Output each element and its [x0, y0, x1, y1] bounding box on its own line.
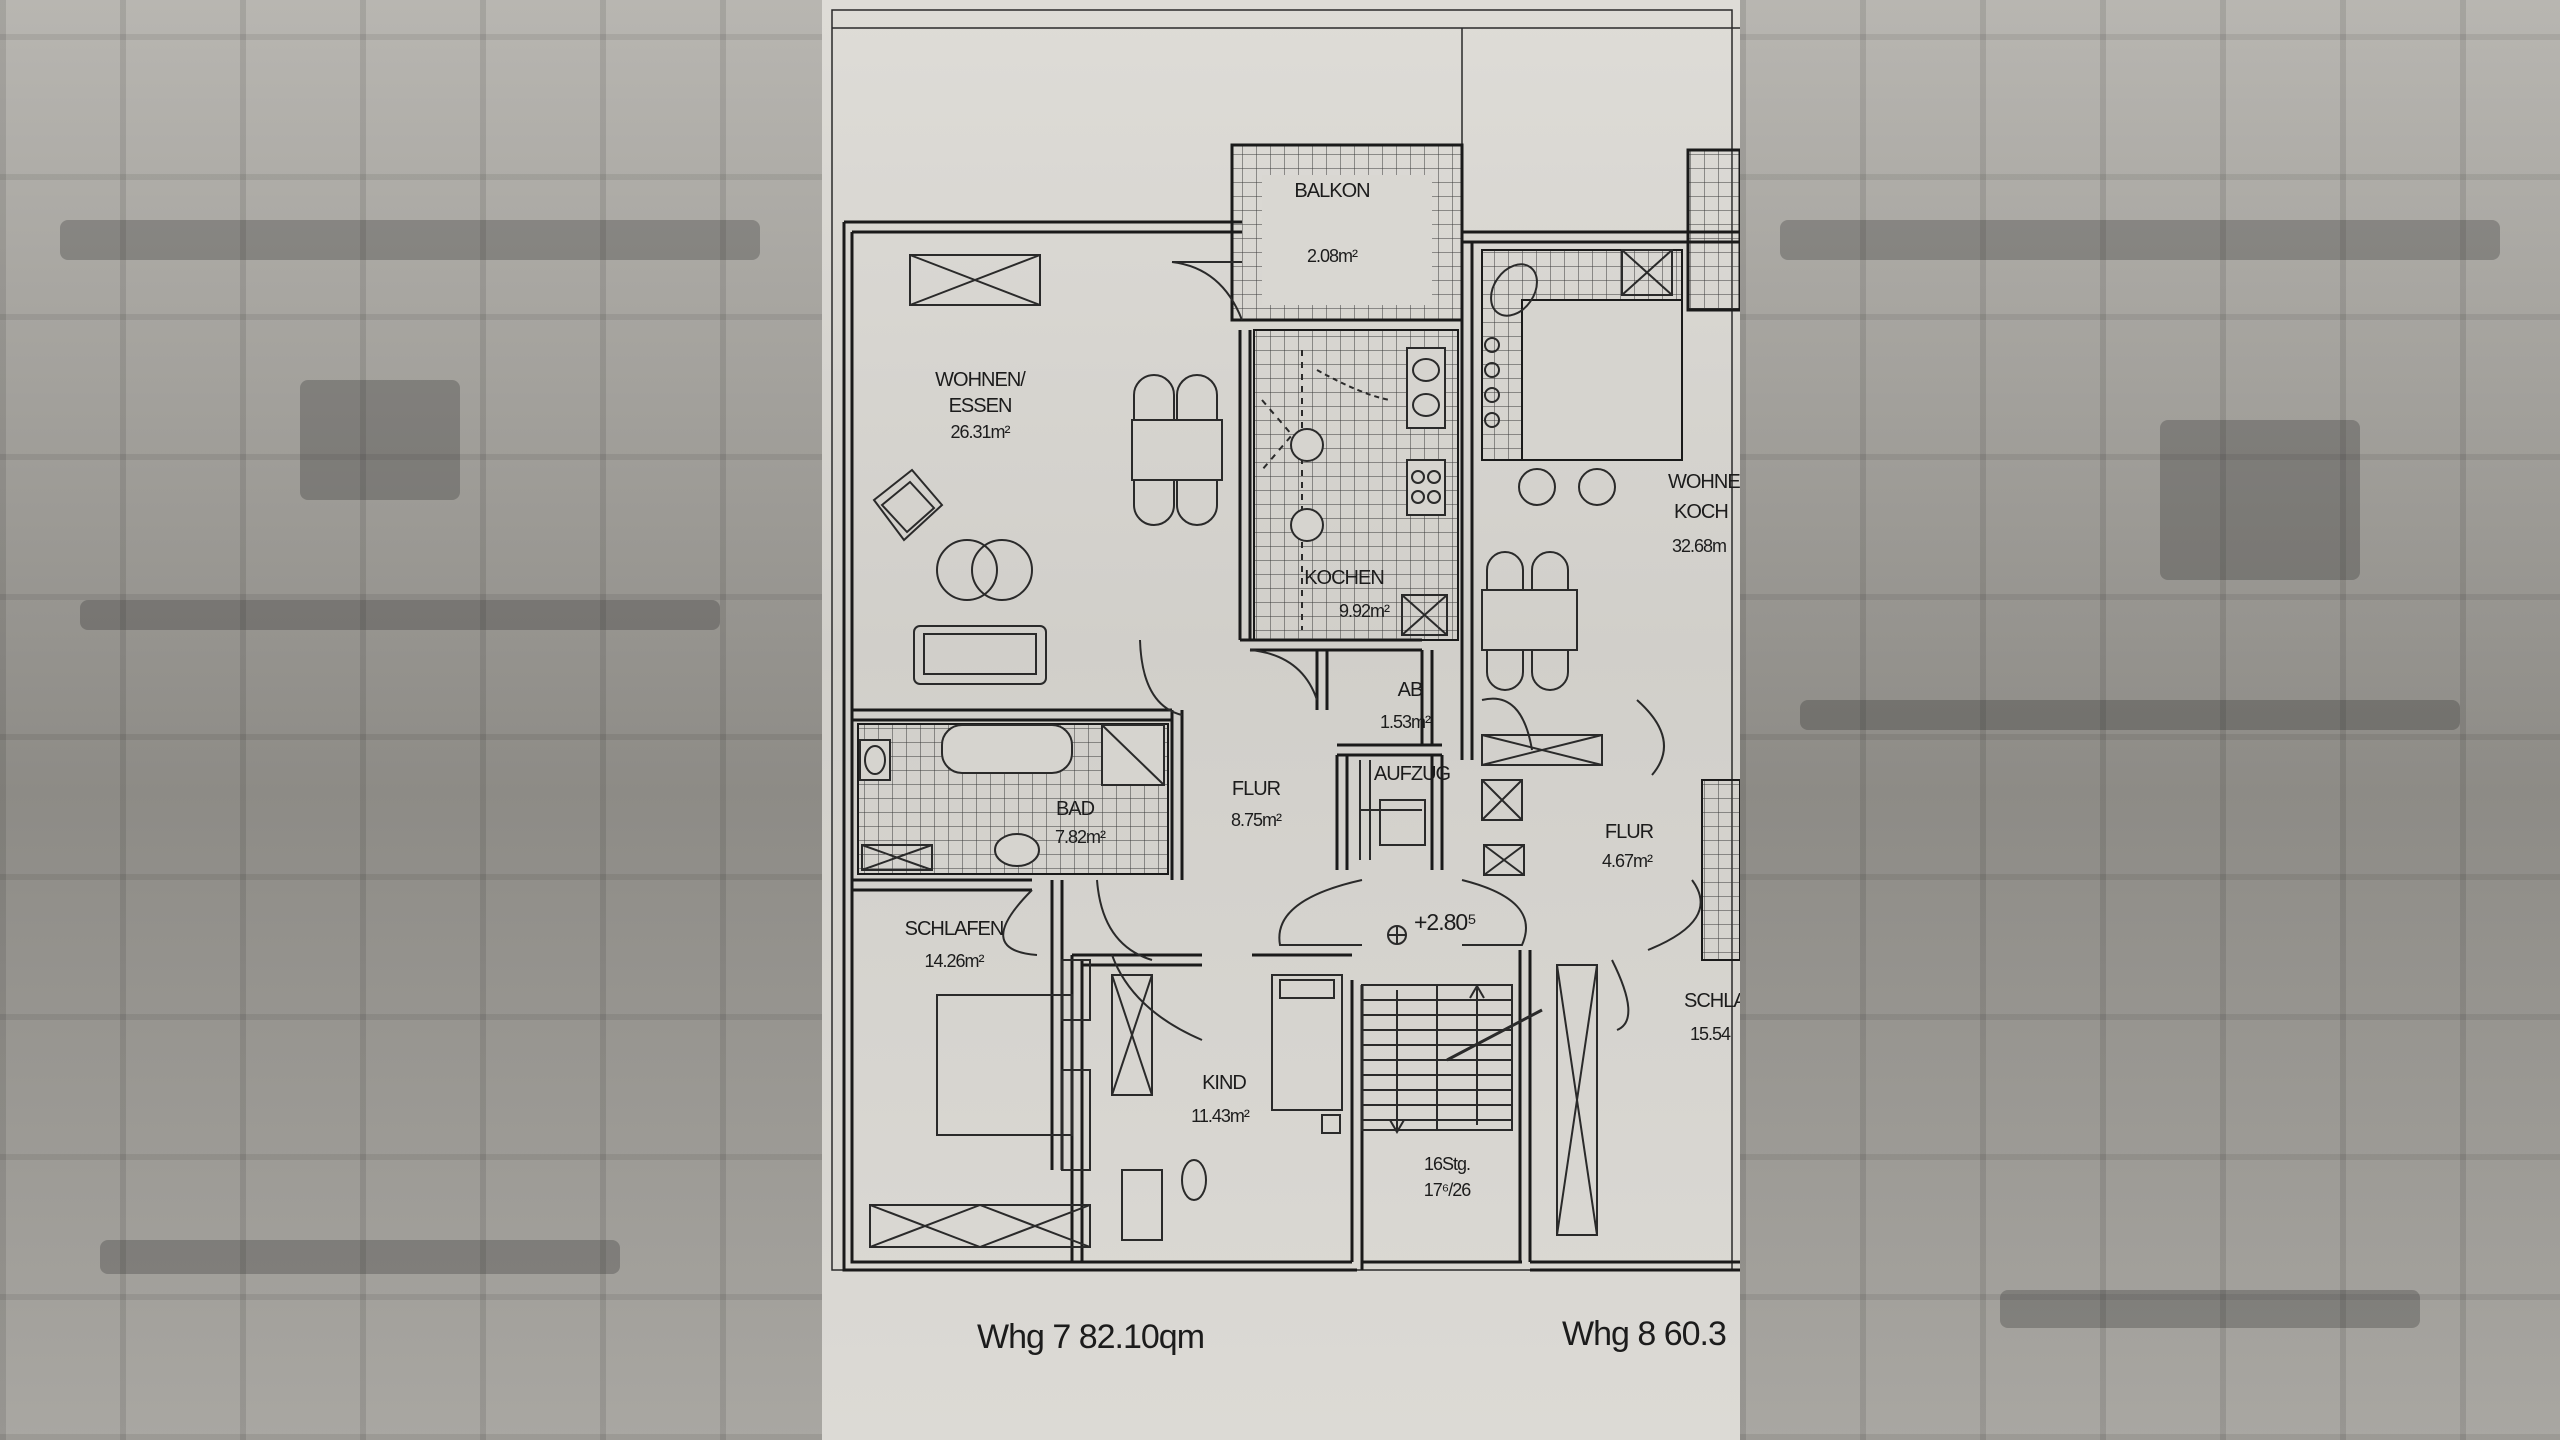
room-label-wohnen-right-2: KOCH [1674, 501, 1728, 523]
room-label-kochen: KOCHEN [1304, 567, 1384, 589]
room-area-flur-right: 4.67m² [1602, 851, 1653, 871]
floor-plan-sheet: WOHNEN/ ESSEN 26.31m² BALKON 2.08m² KOCH… [822, 0, 1740, 1440]
room-label-kind: KIND [1202, 1072, 1246, 1094]
room-area-kochen: 9.92m² [1339, 601, 1390, 621]
floor-plan-drawing: WOHNEN/ ESSEN 26.31m² BALKON 2.08m² KOCH… [831, 9, 1740, 1356]
room-label-flur-right: FLUR [1605, 821, 1654, 843]
unit-8-caption: Whg 8 60.3 [1562, 1315, 1726, 1353]
room-label-wohnen-2: ESSEN [949, 395, 1012, 417]
living-furniture [872, 374, 1223, 685]
room-area-balkon: 2.08m² [1307, 246, 1358, 266]
bathroom-fixtures [859, 724, 1165, 867]
room-area-kind: 11.43m² [1191, 1106, 1250, 1126]
room-area-wohnen-right: 32.68m [1672, 536, 1726, 556]
room-area-bad: 7.82m² [1055, 827, 1106, 847]
level-mark: +2.80⁵ [1414, 909, 1476, 935]
room-area-wohnen: 26.31m² [950, 422, 1010, 442]
room-area-schla-right: 15.54 [1690, 1024, 1731, 1044]
balcony [1230, 143, 1464, 322]
room-label-aufzug: AUFZUG [1374, 763, 1451, 785]
blurred-background-left [0, 0, 822, 1440]
kitchen-fixtures [1261, 347, 1446, 630]
window-markers [861, 249, 1673, 1248]
right-unit-furniture [1481, 263, 1616, 691]
room-label-flur-left: FLUR [1232, 778, 1281, 800]
doors [1002, 261, 1702, 1041]
staircase [1361, 925, 1543, 1134]
stairs-ratio: 17⁶/26 [1424, 1180, 1471, 1200]
unit-7-caption: Whg 7 82.10qm [977, 1318, 1204, 1356]
room-label-ab: AB [1398, 679, 1423, 701]
room-area-ab: 1.53m² [1380, 712, 1431, 732]
room-label-balkon: BALKON [1294, 180, 1369, 202]
stairs-count: 16Stg. [1424, 1154, 1470, 1174]
room-label-schla-right: SCHLA [1684, 990, 1740, 1012]
room-label-bad: BAD [1056, 798, 1095, 820]
room-label-schlafen: SCHLAFEN [905, 918, 1004, 940]
interior-walls [852, 242, 1474, 1262]
bedroom-furniture [936, 959, 1343, 1241]
room-label-wohnen-1: WOHNEN/ [935, 369, 1026, 391]
room-area-schlafen: 14.26m² [924, 951, 984, 971]
room-label-wohnen-right-1: WOHNE [1668, 471, 1740, 493]
blurred-background-right [1740, 0, 2560, 1440]
room-area-flur-left: 8.75m² [1231, 810, 1282, 830]
